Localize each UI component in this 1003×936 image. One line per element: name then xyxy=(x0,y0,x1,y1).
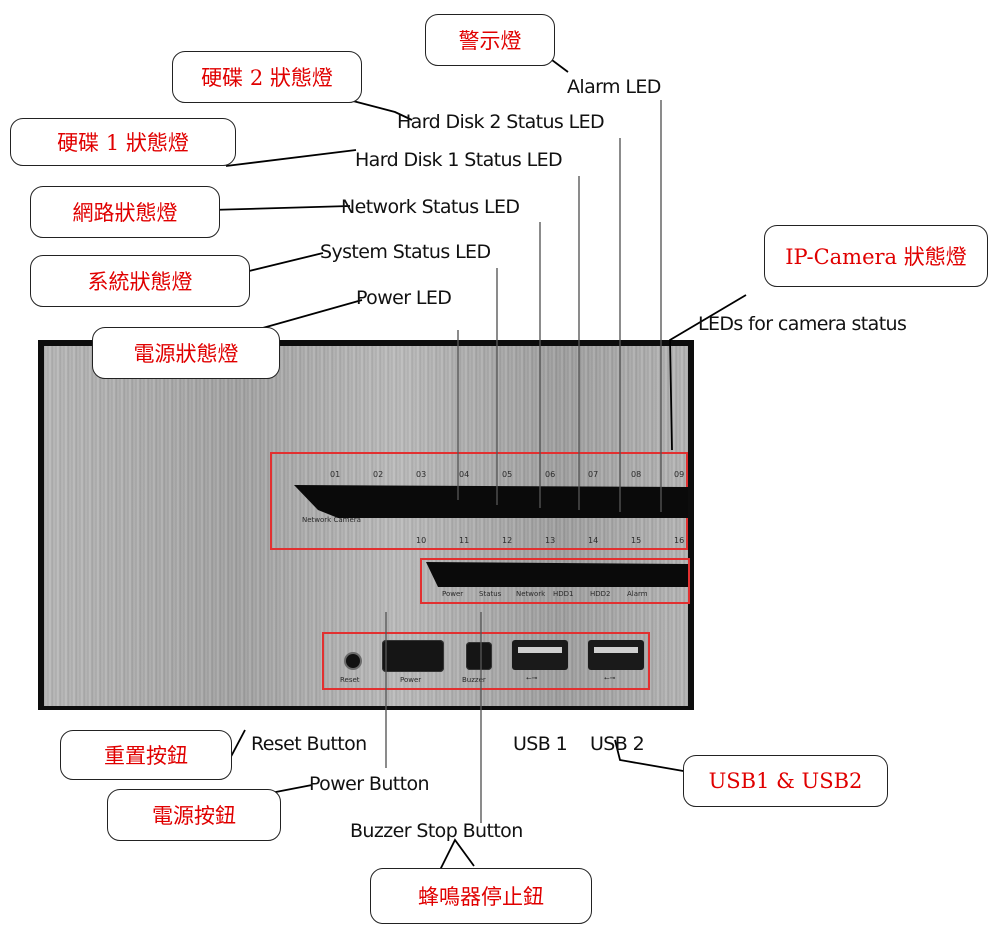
camera-number-top-5: 06 xyxy=(545,470,556,479)
alarm-led-label: Alarm LED xyxy=(567,76,661,98)
network-camera-label: Network Camera xyxy=(302,516,361,524)
camera-number-bottom-5: 15 xyxy=(631,536,642,545)
callout-camera: IP-Camera 狀態燈 xyxy=(764,225,988,287)
led-strips xyxy=(294,485,688,587)
callout-power-button: 電源按鈕 xyxy=(107,789,281,841)
callout-buzzer: 蜂鳴器停止鈕 xyxy=(370,868,592,924)
camera-number-top-2: 03 xyxy=(416,470,427,479)
system-led-label: System Status LED xyxy=(320,241,491,263)
camera-number-top-0: 01 xyxy=(330,470,341,479)
buzzer-button-text: Buzzer Stop Button xyxy=(350,820,523,842)
brushed-metal-face xyxy=(44,346,688,706)
callout-system: 系統狀態燈 xyxy=(30,255,250,307)
hdd2-led-label: Hard Disk 2 Status LED xyxy=(397,111,605,133)
callout-power-led: 電源狀態燈 xyxy=(92,327,280,379)
status-led-label-2: Network xyxy=(516,590,546,598)
callout-usb: USB1 & USB2 xyxy=(683,755,888,807)
status-led-label-4: HDD2 xyxy=(590,590,611,598)
status-led-label-1: Status xyxy=(479,590,502,598)
power-button[interactable] xyxy=(382,640,444,672)
device-front-panel: Network Camera 01 02 03 04 05 06 07 08 09 10 11 12… xyxy=(38,340,694,710)
reset-button-label: Reset xyxy=(340,676,360,684)
status-led-highlight xyxy=(420,558,690,604)
buzzer-stop-button[interactable] xyxy=(466,642,492,670)
callout-network: 網路狀態燈 xyxy=(30,186,220,238)
power-button-text: Power Button xyxy=(309,773,430,795)
camera-number-bottom-1: 11 xyxy=(459,536,470,545)
camera-number-top-7: 08 xyxy=(631,470,642,479)
camera-number-bottom-6: 16 xyxy=(674,536,685,545)
camera-number-bottom-0: 10 xyxy=(416,536,427,545)
usb1-label: USB 1 xyxy=(513,733,568,755)
camera-number-bottom-4: 14 xyxy=(588,536,599,545)
callout-hdd2: 硬碟 2 狀態燈 xyxy=(172,51,362,103)
network-led-label: Network Status LED xyxy=(341,196,520,218)
camera-number-top-3: 04 xyxy=(459,470,470,479)
power-led-label: Power LED xyxy=(356,287,452,309)
status-led-label-3: HDD1 xyxy=(553,590,574,598)
buttons-highlight xyxy=(322,632,650,690)
camera-number-top-8: 09 xyxy=(674,470,685,479)
usb1-port[interactable] xyxy=(512,640,568,670)
power-button-label: Power xyxy=(400,676,422,684)
usb2-label: USB 2 xyxy=(590,733,645,755)
hdd1-led-label: Hard Disk 1 Status LED xyxy=(355,149,563,171)
camera-number-top-1: 02 xyxy=(373,470,384,479)
vertical-led-lines xyxy=(385,100,662,823)
status-led-label-5: Alarm xyxy=(627,590,648,598)
camera-number-top-4: 05 xyxy=(502,470,513,479)
usb2-symbol: ⭠⊸ xyxy=(604,674,616,682)
usb1-symbol: ⭠⊸ xyxy=(526,674,538,682)
camera-number-bottom-2: 12 xyxy=(502,536,513,545)
callout-reset: 重置按鈕 xyxy=(60,730,232,780)
callout-alarm: 警示燈 xyxy=(425,14,555,66)
camera-number-top-6: 07 xyxy=(588,470,599,479)
status-led-label-0: Power xyxy=(442,590,464,598)
usb2-port[interactable] xyxy=(588,640,644,670)
reset-button-text: Reset Button xyxy=(251,733,367,755)
reset-button[interactable] xyxy=(346,654,360,668)
callout-pointers xyxy=(209,49,747,871)
buzzer-button-label: Buzzer xyxy=(462,676,486,684)
callout-hdd1: 硬碟 1 狀態燈 xyxy=(10,118,236,166)
camera-number-bottom-3: 13 xyxy=(545,536,556,545)
camera-leds-label: LEDs for camera status xyxy=(698,313,907,335)
